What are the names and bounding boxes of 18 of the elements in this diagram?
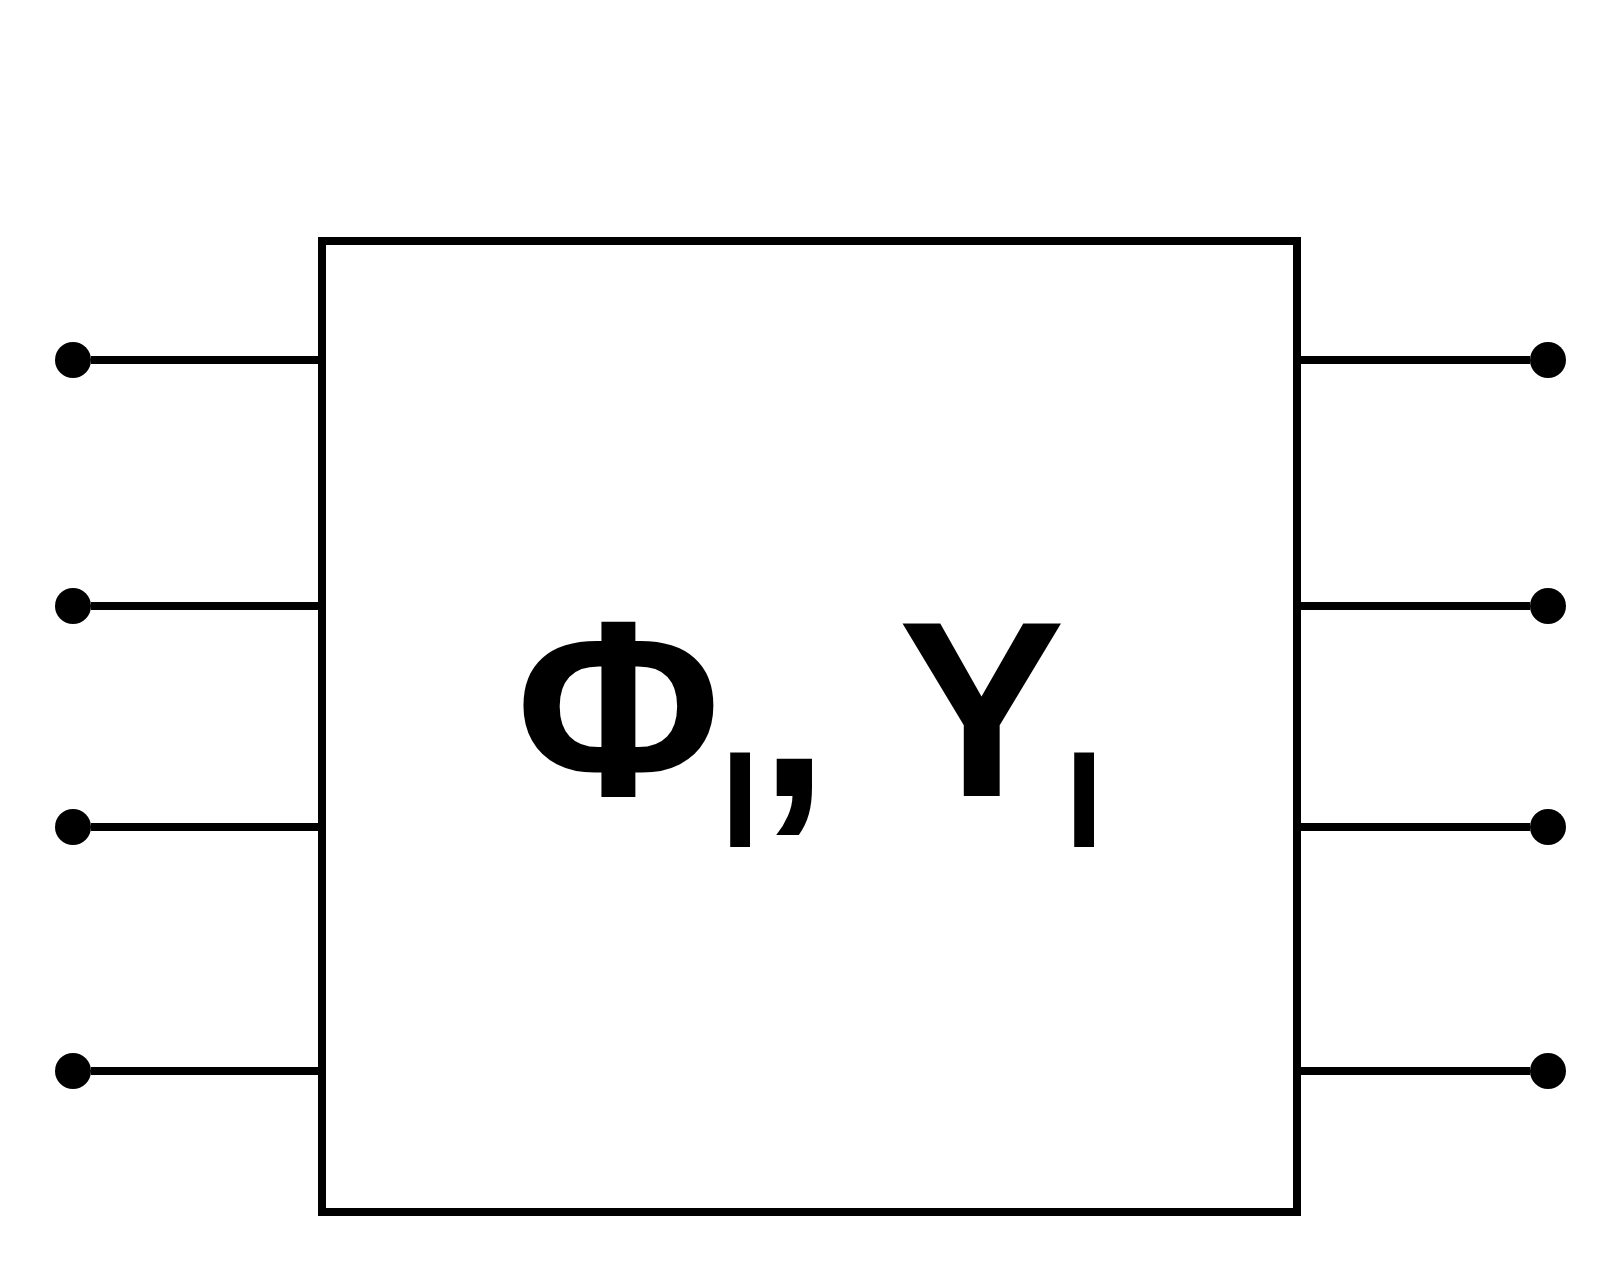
- pin-line: [1301, 602, 1530, 610]
- pin-line: [1301, 823, 1530, 831]
- pin-line: [91, 823, 318, 831]
- pin-line: [91, 356, 318, 364]
- block-box: [318, 237, 1301, 1216]
- terminal-dot: [55, 342, 91, 378]
- terminal-dot: [55, 809, 91, 845]
- pin-line: [91, 602, 318, 610]
- terminal-dot: [55, 1053, 91, 1089]
- terminal-dot: [1530, 342, 1566, 378]
- terminal-dot: [1530, 809, 1566, 845]
- pin-line: [1301, 1067, 1530, 1075]
- pin-line: [91, 1067, 318, 1075]
- block-label: Φ$_{I}$, Υ$_{I}$: [515, 584, 1104, 869]
- terminal-dot: [1530, 1053, 1566, 1089]
- terminal-dot: [55, 588, 91, 624]
- terminal-dot: [1530, 588, 1566, 624]
- pin-line: [1301, 356, 1530, 364]
